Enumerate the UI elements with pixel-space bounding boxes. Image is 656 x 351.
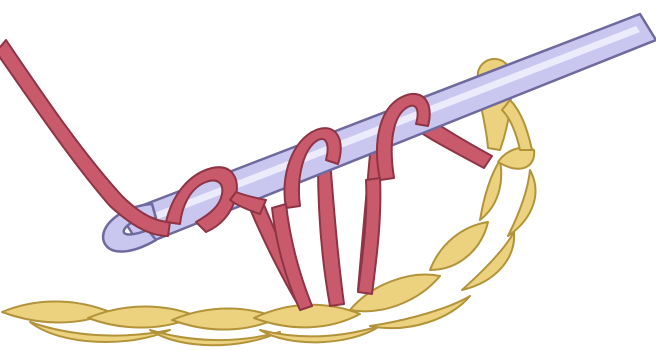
crochet-illustration: .chain path { fill: #ecd27f; stroke: #b3…	[0, 0, 656, 351]
